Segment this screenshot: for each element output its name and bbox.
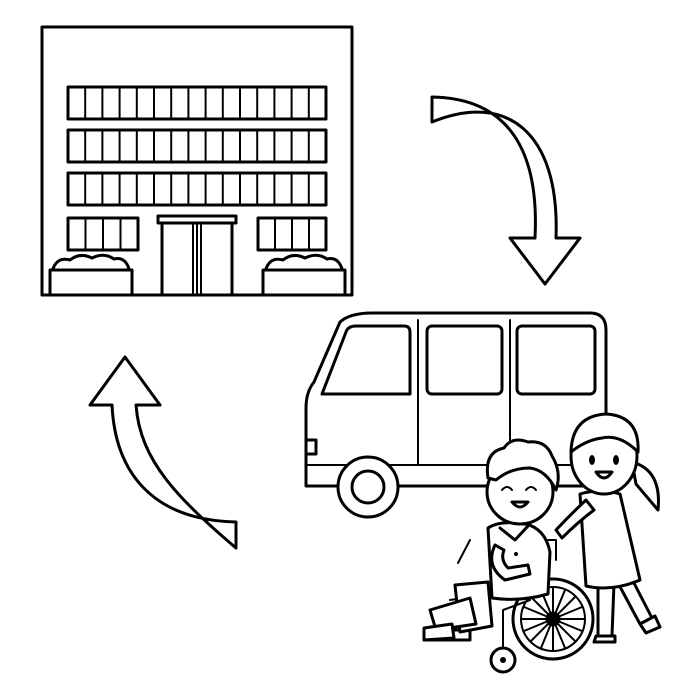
planter-left (48, 253, 134, 297)
window-row-2 (66, 128, 328, 164)
curved-arrow-down-icon (430, 95, 582, 286)
wheel-spokes (520, 586, 586, 652)
elderly-person (422, 438, 560, 642)
planter-right (261, 253, 347, 297)
curved-arrow-up-icon (88, 355, 238, 550)
building-icon (40, 25, 354, 297)
building-windows (66, 85, 328, 252)
wheel-spoke (522, 605, 584, 633)
caregiver (554, 412, 662, 644)
window-row-4-right (256, 216, 328, 252)
window-row-4-left (66, 216, 140, 252)
window-row-3 (66, 171, 328, 207)
window-row-1 (66, 85, 328, 121)
building-entrance (156, 214, 238, 297)
wheelchair-caregiver-icon (422, 412, 662, 674)
van-icon (304, 311, 608, 519)
